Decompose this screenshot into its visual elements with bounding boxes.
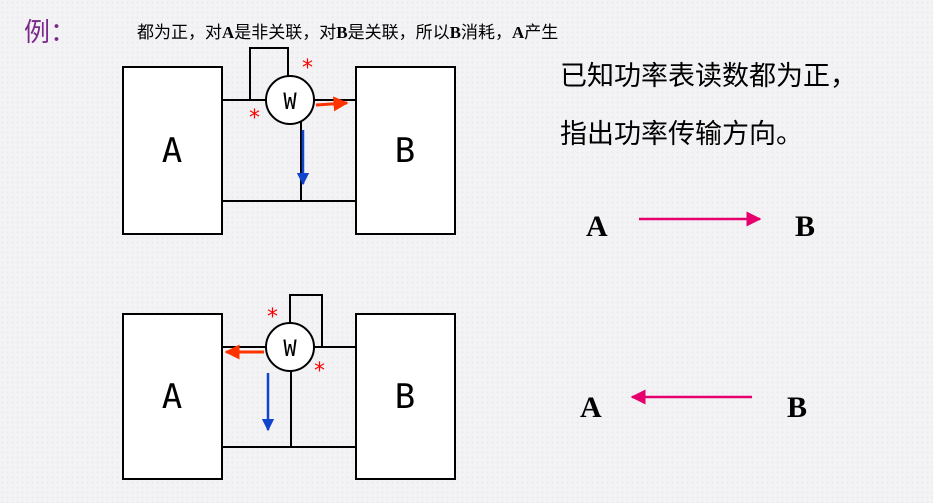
explanation-note: 都为正，对A是非关联，对B是关联，所以B消耗，A产生 — [137, 18, 558, 43]
diagram-1-wattmeter-label: W — [283, 90, 297, 115]
diagram-1-label-b: B — [395, 131, 415, 171]
note-text-3: 是关联，所以 — [347, 23, 450, 43]
note-text-1: 都为正，对 — [137, 23, 222, 43]
answer-2-to: B — [787, 391, 808, 424]
diagram-1-wattmeter — [265, 75, 315, 125]
diagram-1-star-left: * — [249, 106, 260, 131]
diagram-1-wires — [222, 47, 356, 202]
diagram-1-star-top: * — [302, 56, 313, 81]
note-text-2: 是非关联，对 — [234, 23, 337, 43]
diagram-1-current-arrow — [315, 96, 349, 112]
note-a-1: A — [222, 23, 235, 42]
question-line-2: 指出功率传输方向。 — [560, 119, 803, 150]
note-a-2: A — [511, 23, 525, 42]
diagram-2-box-b — [355, 313, 456, 480]
answer-1-to: B — [795, 210, 816, 243]
diagram-1-box-b — [355, 66, 456, 235]
diagram-2-wattmeter-label: W — [283, 337, 297, 362]
note-text-4: 消耗， — [460, 23, 512, 43]
diagram-1-label-a: A — [162, 131, 182, 171]
diagram-2-label-a: A — [162, 377, 182, 417]
note-text-5: 产生 — [524, 23, 559, 43]
diagram-2-star-top: * — [267, 305, 278, 330]
diagram-2-box-a — [122, 313, 223, 480]
note-b-1: B — [336, 23, 348, 42]
diagram-2-wattmeter — [265, 322, 315, 372]
answer-2-from: A — [580, 391, 602, 424]
diagram-2-star-right: * — [314, 359, 325, 384]
diagram-1-box-a — [122, 66, 223, 235]
answer-1-from: A — [586, 210, 608, 243]
diagram-2-label-b: B — [395, 377, 415, 417]
note-b-2: B — [449, 23, 461, 42]
example-label: 例： — [24, 18, 77, 48]
diagram-2: A B W * * — [122, 294, 456, 480]
diagram-1: A B W * * — [122, 47, 456, 235]
question-line-1: 已知功率表读数都为正， — [560, 61, 857, 92]
